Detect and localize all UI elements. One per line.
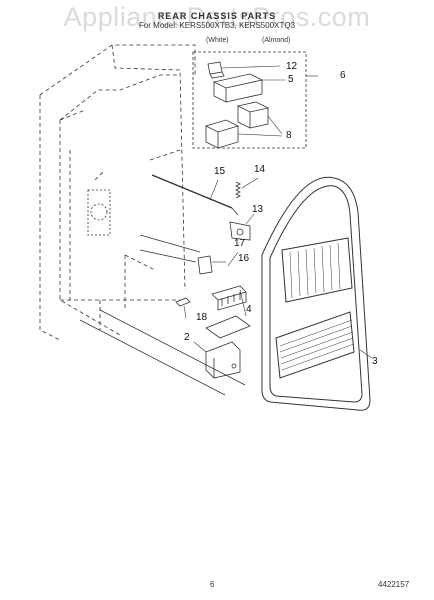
callout-8: 8 bbox=[286, 130, 292, 141]
part-4-shield bbox=[205, 315, 251, 339]
document-number: 4422157 bbox=[378, 580, 410, 589]
cabinet-rear-vent bbox=[87, 189, 111, 236]
part-13-bracket bbox=[229, 221, 251, 241]
callout-16: 16 bbox=[238, 253, 250, 264]
parts-box bbox=[192, 51, 307, 149]
callout-4: 4 bbox=[246, 304, 252, 315]
part-8-upper bbox=[236, 101, 270, 129]
part-15-rod bbox=[151, 174, 239, 216]
part-8-lower bbox=[204, 119, 240, 149]
diagram-header: REAR CHASSIS PARTS For Model: KERS500XTB… bbox=[0, 11, 434, 31]
diagram-title: REAR CHASSIS PARTS bbox=[157, 11, 277, 21]
watermark: AppliancePartsPros.com bbox=[63, 2, 371, 32]
callout-17: 17 bbox=[234, 238, 246, 249]
callout-14: 14 bbox=[254, 164, 266, 175]
panel-upper-vent bbox=[281, 237, 353, 303]
part-17-terminal-block bbox=[211, 285, 247, 311]
page-number: 6 bbox=[210, 580, 215, 589]
panel-lower-vent bbox=[275, 311, 355, 379]
part-3-rear-panel bbox=[261, 176, 371, 411]
color-almond: (Almond) bbox=[262, 37, 291, 44]
callout-12: 12 bbox=[286, 61, 298, 72]
color-white: (White) bbox=[206, 37, 229, 44]
part-16-clip bbox=[197, 255, 213, 275]
callout-6: 6 bbox=[340, 70, 346, 81]
cabinet-bottom bbox=[99, 309, 246, 386]
part-2-box bbox=[205, 341, 241, 379]
callout-3: 3 bbox=[372, 356, 378, 367]
part-12-clip bbox=[207, 61, 225, 79]
callout-5: 5 bbox=[288, 74, 294, 85]
part-18 bbox=[175, 297, 191, 307]
part-5-bracket bbox=[212, 73, 264, 103]
callout-13: 13 bbox=[252, 204, 264, 215]
callout-15: 15 bbox=[214, 166, 226, 177]
part-14-spring bbox=[235, 181, 241, 199]
cabinet-outline bbox=[39, 44, 196, 341]
model-line: For Model: KERS500XTB3, KERS500XTQ3 bbox=[138, 21, 296, 30]
leader-lines bbox=[183, 65, 373, 359]
callout-2: 2 bbox=[184, 332, 190, 343]
callout-18: 18 bbox=[196, 312, 208, 323]
